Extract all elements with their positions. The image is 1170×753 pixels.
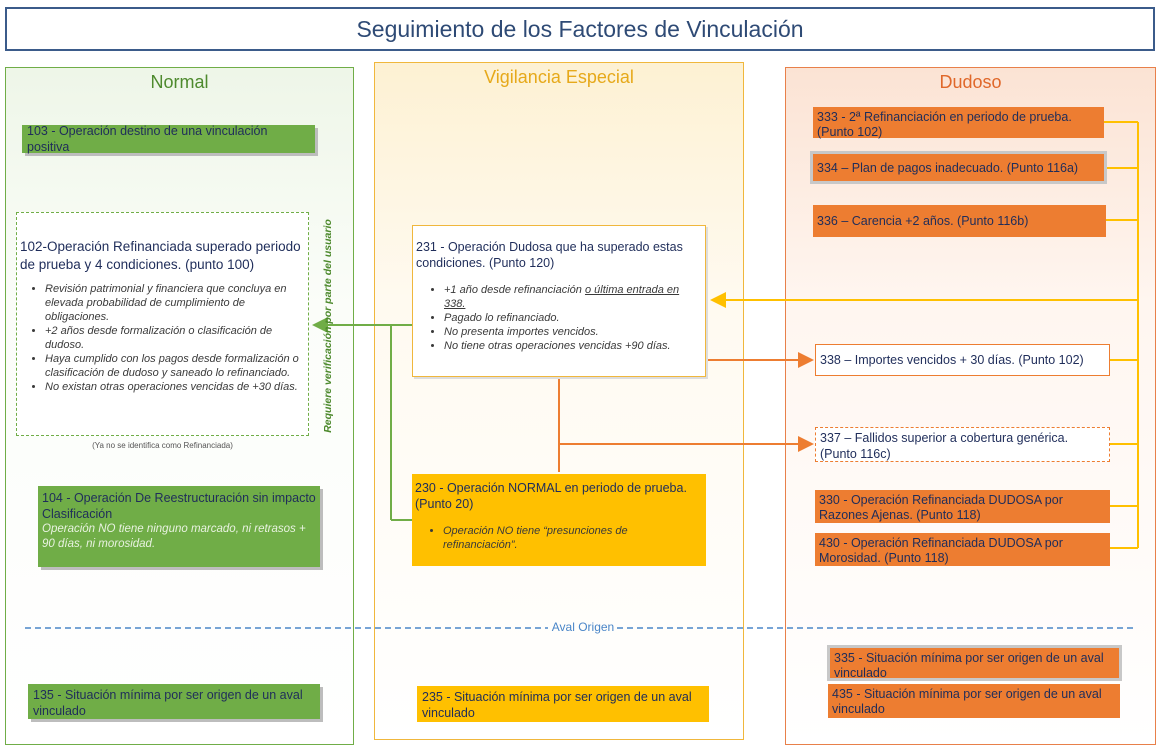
box-102-note: (Ya no se identifica como Refinanciada) (92, 441, 233, 450)
list-item: No tiene otras operaciones vencidas +90 … (444, 339, 702, 353)
list-item: No presenta importes vencidos. (444, 325, 702, 339)
column-vigilancia: Vigilancia Especial (374, 62, 744, 740)
box-333: 333 - 2ª Refinanciación en periodo de pr… (813, 107, 1104, 139)
box-230: 230 - Operación NORMAL en periodo de pru… (412, 474, 706, 566)
aval-origen-label: Aval Origen (551, 620, 615, 634)
list-item: Pagado lo refinanciado. (444, 311, 702, 325)
box-230-list: Operación NO tiene “presunciones de refi… (415, 524, 703, 552)
box-334: 334 – Plan de pagos inadecuado. (Punto 1… (810, 151, 1107, 184)
page-title: Seguimiento de los Factores de Vinculaci… (5, 7, 1155, 51)
list-item: No existan otras operaciones vencidas de… (45, 380, 308, 394)
list-item: Operación NO tiene “presunciones de refi… (443, 524, 703, 552)
list-item: +2 años desde formalización o clasificac… (45, 324, 308, 352)
box-104-title: 104 - Operación De Reestructuración sin … (42, 491, 316, 521)
box-102-title: 102-Operación Refinanciada superado peri… (20, 239, 301, 272)
box-231: 231 - Operación Dudosa que ha superado e… (412, 225, 706, 377)
box-102-list: Revisión patrimonial y financiera que co… (17, 282, 308, 394)
box-135: 135 - Situación mínima por ser origen de… (28, 684, 320, 719)
box-335: 335 - Situación mínima por ser origen de… (827, 645, 1122, 681)
box-231-list: +1 año desde refinanciación o última ent… (416, 283, 702, 353)
box-330: 330 - Operación Refinanciada DUDOSA por … (815, 490, 1110, 523)
list-item: Revisión patrimonial y financiera que co… (45, 282, 308, 324)
list-item: Haya cumplido con los pagos desde formal… (45, 352, 308, 380)
column-title-vigilancia: Vigilancia Especial (484, 67, 634, 87)
box-230-title: 230 - Operación NORMAL en periodo de pru… (415, 481, 687, 511)
vertical-label: Requiere verificación por parte del usua… (322, 219, 335, 433)
box-104: 104 - Operación De Reestructuración sin … (38, 486, 320, 567)
box-102: 102-Operación Refinanciada superado peri… (16, 212, 309, 436)
box-103: 103 - Operación destino de una vinculaci… (22, 124, 315, 154)
box-336: 336 – Carencia +2 años. (Punto 116b) (813, 205, 1106, 237)
box-231-title: 231 - Operación Dudosa que ha superado e… (416, 240, 683, 270)
box-435: 435 - Situación mínima por ser origen de… (828, 684, 1120, 718)
box-430: 430 - Operación Refinanciada DUDOSA por … (815, 533, 1110, 566)
box-235: 235 - Situación mínima por ser origen de… (417, 686, 709, 722)
column-title-dudoso: Dudoso (939, 72, 1002, 92)
box-338: 338 – Importes vencidos + 30 días. (Punt… (815, 344, 1110, 376)
column-title-normal: Normal (150, 72, 209, 92)
box-337: 337 – Fallidos superior a cobertura gené… (815, 427, 1110, 462)
list-item: +1 año desde refinanciación o última ent… (444, 283, 702, 311)
box-104-note: Operación NO tiene ninguno marcado, ni r… (42, 523, 306, 550)
vertical-label-wrap: Requiere verificación por parte del usua… (319, 212, 337, 440)
